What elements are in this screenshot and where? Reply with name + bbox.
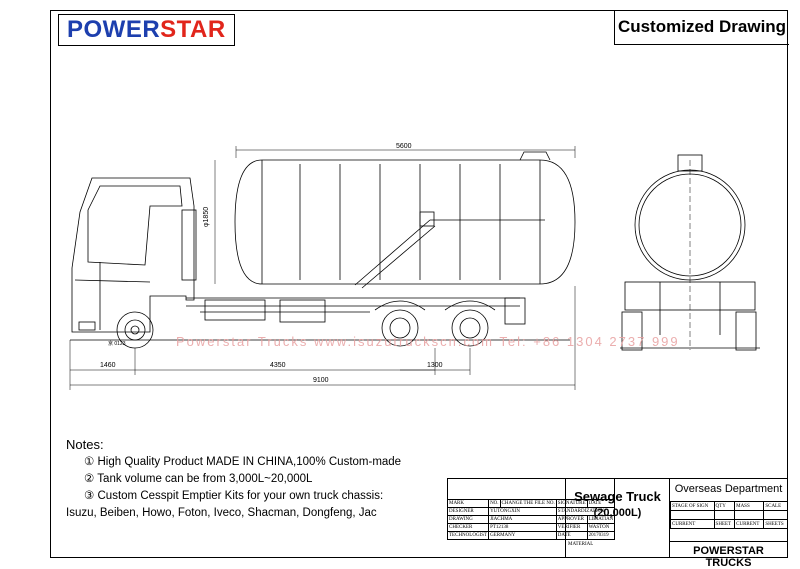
row-label: TECHNOLOGIST [446, 531, 490, 540]
dim-overall-length: 9100 [313, 377, 329, 384]
note-item-1: ① High Quality Product MADE IN CHINA,100… [84, 456, 402, 468]
rev-header-no: NO. [488, 499, 501, 508]
drawing-title: Customized Drawing [614, 10, 789, 45]
notes-section: Notes: ① High Quality Product MADE IN CH… [66, 436, 401, 522]
notes-heading: Notes: [66, 437, 104, 452]
mini-header: STAGE OF SIGN [670, 501, 715, 511]
rear-wheel-2 [451, 309, 489, 347]
title-block-grid: MARK NO. CHANGE THE FILE NO. SIGNATURE D… [446, 478, 616, 540]
logo-star: STAR [160, 16, 226, 43]
mini-header: MASS [734, 501, 765, 511]
row-value: YUTONGXIN [488, 507, 557, 516]
cab-window [87, 185, 183, 266]
department-box: Overseas Department STAGE OF SIGN QTY MA… [670, 478, 788, 569]
cab-plate: 京 0123 [108, 340, 126, 347]
rev-header-file: CHANGE THE FILE NO. [499, 499, 557, 508]
product-name: Sewage Truck [574, 489, 661, 504]
row-value: PT12138 [488, 523, 557, 532]
hydraulic-arm [354, 219, 431, 286]
note-item-2: ② Tank volume can be from 3,000L~20,000L [84, 473, 313, 485]
mini-header: SCALE [763, 501, 788, 511]
dim-rear-axle: 1300 [427, 362, 443, 369]
brand-footer: POWERSTAR TRUCKS [670, 541, 787, 569]
note-item-3: ③ Custom Cesspit Emptier Kits for your o… [84, 490, 384, 502]
drawing-frame [50, 10, 788, 558]
rear-view-frame [624, 281, 756, 311]
dim-tank-diameter: φ1850 [203, 207, 210, 227]
product-box: Sewage Truck (20,000L) MATERIAL [565, 478, 670, 558]
row-value: JIACHMA [488, 515, 557, 524]
row-value: GERMANY [488, 531, 557, 540]
mini-footer: SHEETS [763, 519, 788, 529]
row-label: DESIGNER [446, 507, 490, 516]
dim-front-overhang: 1460 [100, 362, 116, 369]
cab-outline [71, 177, 195, 333]
logo-power: POWER [67, 16, 161, 43]
rev-header-mark: MARK [446, 499, 490, 508]
material-label: MATERIAL [568, 542, 594, 547]
dim-tank-length: 5600 [396, 143, 412, 150]
row-label: CHECKER [446, 523, 490, 532]
mini-footer: CURRENT [670, 519, 715, 529]
mini-footer: CURRENT [734, 519, 765, 529]
watermark: Powerstar Trucks www.isuzutruckscn.com T… [176, 334, 680, 349]
product-capacity: (20,000L) [593, 507, 642, 519]
mini-footer: SHEET [713, 519, 736, 529]
rear-wheel-1 [381, 309, 419, 347]
chassis-list: Isuzu, Beiben, Howo, Foton, Iveco, Shacm… [66, 507, 377, 519]
department-name: Overseas Department [674, 483, 783, 495]
title-block: MARK NO. CHANGE THE FILE NO. SIGNATURE D… [446, 478, 788, 569]
tank-body [234, 159, 576, 285]
sign-table: STAGE OF SIGN QTY MASS SCALE CURRENT SHE… [670, 501, 788, 529]
dim-wheelbase: 4350 [270, 362, 286, 369]
row-label: DRAWING [446, 515, 490, 524]
row-label: DATE [555, 531, 588, 540]
mini-header: QTY [713, 501, 736, 511]
row-value: 20170319 [586, 531, 616, 540]
